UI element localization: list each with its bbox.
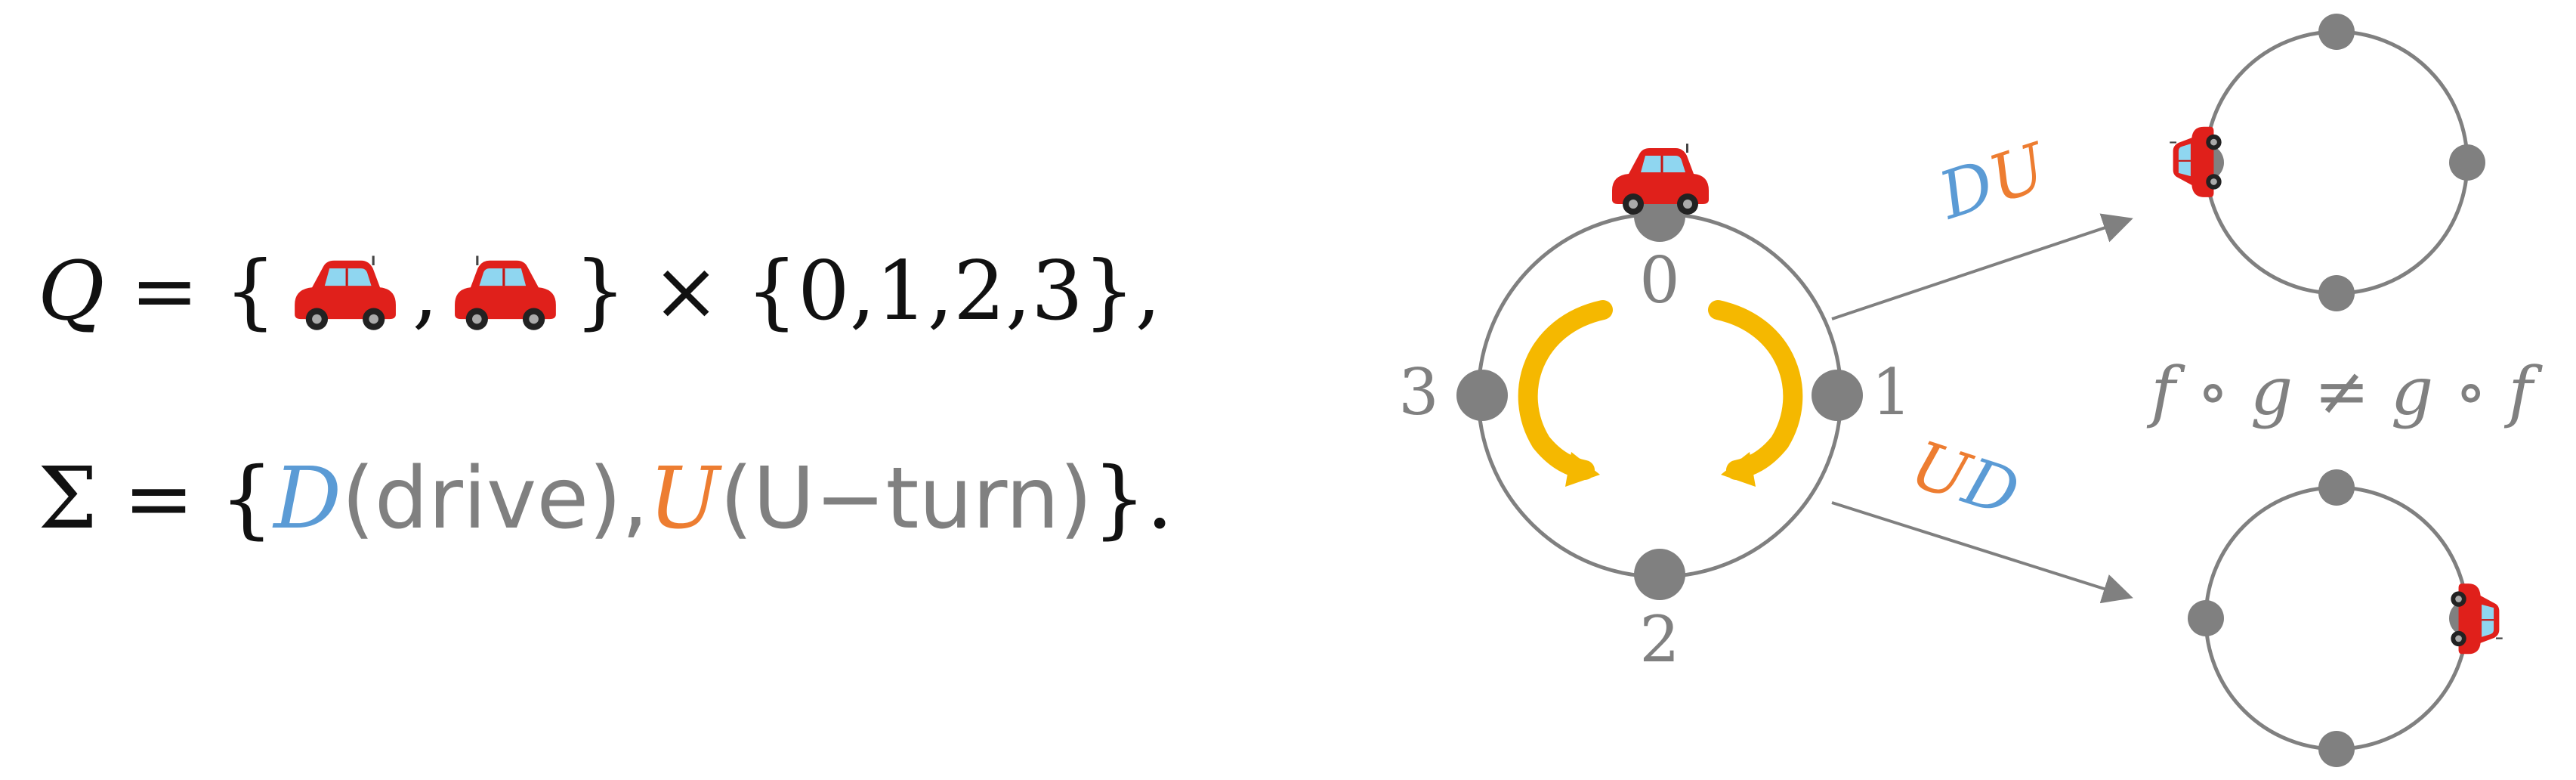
non-commutativity-relation: f ∘ g ≠ g ∘ f — [2146, 352, 2543, 430]
position-label-1: 1 — [1871, 355, 1911, 429]
car-icon — [455, 255, 556, 330]
uturn-description: (U−turn) — [719, 450, 1093, 548]
result-ring-du — [2204, 29, 2469, 296]
transition-arrow-ud — [1831, 501, 2133, 604]
ud-label: UD — [1903, 427, 2028, 532]
rotation-arrow-icon — [1708, 300, 1803, 487]
car-icon — [294, 255, 396, 330]
node-1 — [1812, 370, 1863, 421]
equals-sign: = — [123, 450, 195, 548]
drive-symbol: D — [273, 450, 342, 548]
car-icon — [2450, 583, 2503, 655]
node — [2318, 14, 2355, 50]
node-3 — [1456, 370, 1508, 421]
drive-description: (drive), — [341, 450, 649, 548]
closing-brace: }. — [1092, 450, 1173, 548]
sigma-symbol: Σ — [38, 450, 98, 548]
uturn-symbol: U — [648, 450, 720, 548]
transition-arrow-du — [1831, 213, 2133, 320]
alphabet-equation: Σ = { D (drive), U (U−turn) }. — [38, 435, 1173, 563]
node — [2318, 469, 2355, 506]
comma: , — [412, 243, 439, 339]
times-sign: × — [651, 243, 721, 339]
du-label: DU — [1929, 128, 2058, 234]
equals-sign: = — [130, 243, 199, 339]
brace-close: } — [574, 243, 626, 339]
node-2 — [1634, 549, 1685, 600]
q-symbol: Q — [38, 243, 105, 339]
node — [2449, 144, 2485, 181]
position-label-2: 2 — [1639, 602, 1679, 676]
brace-open: { — [224, 243, 276, 339]
car-icon — [2169, 125, 2222, 198]
position-set: {0,1,2,3}, — [746, 243, 1161, 339]
position-label-3: 3 — [1398, 355, 1438, 429]
node — [2318, 731, 2355, 767]
node — [2318, 275, 2355, 311]
result-ring-ud — [2204, 485, 2469, 751]
position-label-0: 0 — [1639, 243, 1679, 317]
brace-open: { — [220, 450, 274, 548]
car-icon — [1611, 142, 1710, 216]
rotation-arrow-icon — [1518, 300, 1613, 487]
state-set-equation: Q = { , } × {0,1,2,3}, — [38, 227, 1161, 355]
node — [2188, 600, 2224, 636]
